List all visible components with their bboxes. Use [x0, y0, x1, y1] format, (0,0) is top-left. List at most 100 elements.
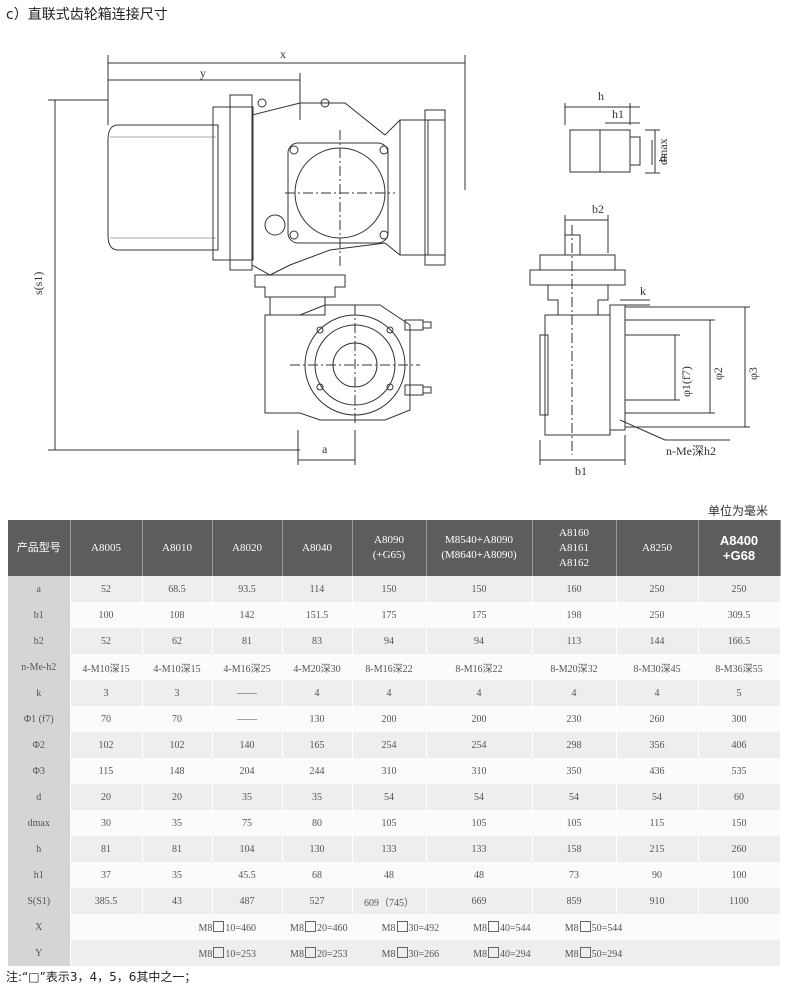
formula-prefix: M8 [381, 922, 396, 934]
placeholder-box-icon [579, 946, 591, 958]
label-h: h [598, 89, 604, 103]
table-cell: 4 [616, 680, 699, 706]
label-phi2: φ2 [711, 367, 725, 380]
header-line: A8040 [302, 541, 332, 554]
table-cell: 43 [142, 888, 213, 914]
table-cell: 175 [426, 602, 533, 628]
table-cell: 175 [352, 602, 427, 628]
table-cell: —— [212, 680, 283, 706]
table-cell: 73 [532, 862, 617, 888]
formula-prefix: M8 [381, 948, 396, 960]
page-title: c）直联式齿轮箱连接尺寸 [6, 7, 168, 23]
table-cell: 4 [426, 680, 533, 706]
table-cell: 487 [212, 888, 283, 914]
placeholder-box-icon [396, 946, 408, 958]
label-phi1: φ1(f7) [679, 366, 693, 397]
header-line: M8540+A8090 [445, 534, 513, 546]
table-header-row: 产品型号 A8005 A8010 A8020 A8040 A8090 (+G65) M8540… [8, 520, 781, 576]
side-view-top-flange [539, 254, 616, 271]
lower-gearbox [264, 304, 411, 421]
table-cell: 385.5 [70, 888, 143, 914]
formula-suffix: 50=544 [591, 922, 623, 934]
formula-prefix: M8 [198, 922, 213, 934]
table-cell: 52 [70, 576, 143, 602]
label-k: k [640, 284, 646, 298]
table-cell: 3 [142, 680, 213, 706]
placeholder-box-icon [304, 946, 316, 958]
table-cell: 70 [142, 706, 213, 732]
row-label: b1 [8, 602, 71, 628]
formula-suffix: 30=492 [408, 922, 440, 934]
label-a: a [322, 442, 328, 456]
header-line: A8010 [162, 541, 192, 554]
table-cell: 148 [142, 758, 213, 784]
header-model-1: A8005 [70, 520, 143, 576]
table-cell: 310 [352, 758, 427, 784]
header-line: A8005 [91, 541, 121, 554]
header-line: A8020 [232, 541, 262, 554]
table-cell: 102 [70, 732, 143, 758]
table-cell: 160 [532, 576, 617, 602]
table-cell: 1100 [698, 888, 781, 914]
table-cell: 198 [532, 602, 617, 628]
header-line: A8250 [642, 541, 672, 554]
header-line: (+G65) [372, 549, 406, 561]
table-cell: 81 [142, 836, 213, 862]
table-cell: 230 [532, 706, 617, 732]
table-cell: 215 [616, 836, 699, 862]
row-label: Φ2 [8, 732, 71, 758]
table-cell: 130 [282, 706, 353, 732]
header-product-model: 产品型号 [8, 520, 71, 576]
table-cell: 300 [698, 706, 781, 732]
header-line: A8160 [559, 526, 589, 539]
table-cell: 90 [616, 862, 699, 888]
formula-prefix: M8 [564, 948, 579, 960]
label-b1: b1 [575, 464, 587, 478]
table-cell: 30 [70, 810, 143, 836]
table-cell: 609（745） [352, 888, 427, 914]
table-cell: 37 [70, 862, 143, 888]
table-cell: 250 [616, 602, 699, 628]
table-cell: 150 [426, 576, 533, 602]
table-cell: 105 [352, 810, 427, 836]
table-cell: 104 [212, 836, 283, 862]
formula-prefix: M8 [290, 922, 304, 934]
table-cell: 140 [212, 732, 283, 758]
table-cell: 350 [532, 758, 617, 784]
header-model-8: A8250 [616, 520, 699, 576]
label-phi3: φ3 [746, 367, 760, 380]
table-cell: 133 [352, 836, 427, 862]
table-cell: 94 [352, 628, 427, 654]
table-cell: 35 [212, 784, 283, 810]
table-cell: 4-M10深15 [70, 654, 143, 680]
row-label: d [8, 784, 71, 810]
table-cell: 83 [282, 628, 353, 654]
table-cell: 60 [698, 784, 781, 810]
row-label: a [8, 576, 71, 602]
table-cell: 250 [616, 576, 699, 602]
table-cell: 81 [212, 628, 283, 654]
formula-suffix: 50=294 [591, 948, 623, 960]
table-cell: 108 [142, 602, 213, 628]
table-cell: 8-M16深22 [426, 654, 533, 680]
row-label: Y [8, 940, 71, 966]
table-cell: 130 [282, 836, 353, 862]
table-cell: 356 [616, 732, 699, 758]
table-cell: 150 [352, 576, 427, 602]
placeholder-box-icon [304, 920, 316, 932]
header-line: A8090 [374, 534, 404, 546]
